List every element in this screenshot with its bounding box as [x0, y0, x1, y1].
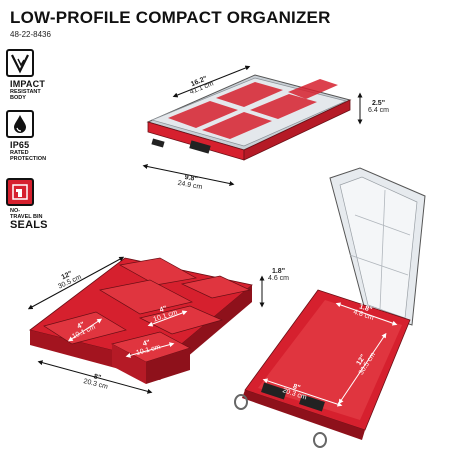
bin-seal-icon — [6, 178, 34, 206]
page-title: LOW-PROFILE COMPACT ORGANIZER — [10, 8, 331, 27]
open-organizer — [234, 167, 426, 448]
bin-height-dimension: 1.8"4.6 cm — [268, 268, 290, 282]
product-sku: 48-22-8436 — [10, 30, 51, 39]
water-drop-icon — [6, 110, 34, 138]
closed-organizer — [146, 74, 352, 161]
feature-seals-text: NO- TRAVEL BIN SEALS — [10, 208, 48, 231]
height-dimension: 2.5"6.4 cm — [368, 100, 390, 114]
feature-impact-text: IMPACT RESISTANT BODY — [10, 79, 46, 102]
impact-icon — [6, 49, 34, 77]
feature-ip65-text: IP65 RATED PROTECTION — [10, 140, 47, 163]
